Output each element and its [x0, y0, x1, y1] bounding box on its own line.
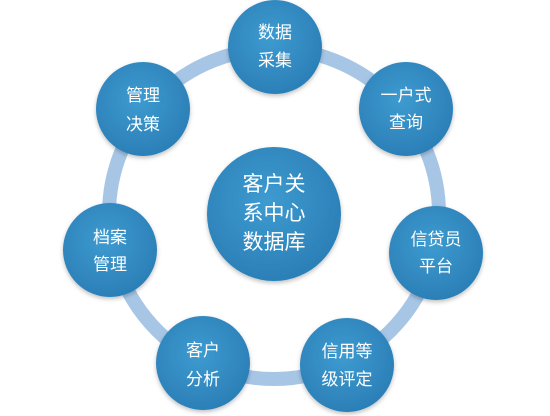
- node-label-line-2: 查询: [389, 113, 423, 133]
- center-label-line-1: 客户关: [243, 172, 306, 196]
- node-label-line-1: 数据: [258, 23, 292, 43]
- node-circle: [63, 203, 157, 297]
- node-label-line-2: 采集: [258, 51, 292, 71]
- node-label-line-2: 分析: [186, 370, 220, 390]
- center-circle: [207, 147, 341, 281]
- node-label-line-1: 一户式: [381, 86, 432, 106]
- node-label-line-2: 管理: [93, 255, 127, 275]
- node-circle: [300, 318, 394, 412]
- node-circle: [156, 316, 250, 410]
- center-label-line-2: 系中心: [243, 201, 306, 225]
- node-customer-analysis: 客户 分析: [156, 316, 250, 410]
- node-archive-management: 档案 管理: [63, 203, 157, 297]
- node-label-line-1: 客户: [186, 341, 220, 361]
- node-circle: [389, 206, 483, 300]
- center-label-line-3: 数据库: [243, 230, 306, 254]
- node-management-decision: 管理 决策: [96, 62, 190, 156]
- node-circle: [228, 0, 322, 94]
- node-label-line-2: 决策: [126, 115, 160, 135]
- node-label-line-1: 档案: [93, 228, 127, 248]
- node-label-line-1: 信贷员: [411, 230, 462, 250]
- center-node: 客户关 系中心 数据库: [207, 147, 341, 281]
- node-label-line-2: 平台: [419, 257, 453, 277]
- node-data-collection: 数据 采集: [228, 0, 322, 94]
- node-one-stop-query: 一户式 查询: [359, 62, 453, 156]
- node-label-line-1: 管理: [126, 86, 160, 106]
- node-circle: [359, 62, 453, 156]
- node-circle: [96, 62, 190, 156]
- node-label-line-1: 信用等: [322, 342, 373, 362]
- node-label-line-2: 级评定: [322, 370, 373, 390]
- node-credit-officer-platform: 信贷员 平台: [389, 206, 483, 300]
- node-credit-rating: 信用等 级评定: [300, 318, 394, 412]
